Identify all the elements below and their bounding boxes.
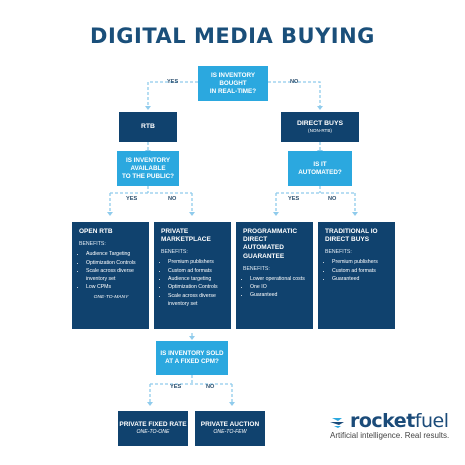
question-text: AUTOMATED? — [298, 168, 342, 176]
benefits-label: BENEFITS: — [79, 241, 106, 248]
private-auction-box: PRIVATE AUCTION ONE-TO-FEW — [195, 411, 265, 446]
question-text: IS INVENTORY SOLD — [160, 350, 224, 357]
question-text: AVAILABLE — [130, 164, 166, 172]
benefit-item: Custom ad formats — [332, 267, 389, 275]
column-note: ONE-TO-MANY — [93, 294, 129, 300]
question-public-box: IS INVENTORY AVAILABLE TO THE PUBLIC? — [117, 151, 179, 186]
question-fixed-cpm-box: IS INVENTORY SOLD AT A FIXED CPM? — [156, 341, 228, 375]
column-title-line: TRADITIONAL IO — [325, 228, 378, 235]
box-title: PRIVATE AUCTION — [200, 421, 260, 428]
benefits-label: BENEFITS: — [243, 265, 270, 272]
no-label: NO — [328, 196, 337, 202]
question-text: IS INVENTORY — [125, 156, 171, 164]
column-title: OPEN RTB — [79, 228, 113, 235]
direct-buys-box: DIRECT BUYS (NON-RTB) — [281, 112, 359, 142]
benefit-item: Optimization Controls — [86, 259, 143, 267]
question-text: IN REAL-TIME? — [209, 87, 257, 95]
page-title: DIGITAL MEDIA BUYING — [90, 24, 375, 48]
benefit-item: Guaranteed — [332, 275, 389, 283]
programmatic-direct-box: PROGRAMMATIC DIRECT AUTOMATED GUARANTEE … — [236, 222, 313, 329]
logo-wordmark: rocketfuel — [330, 410, 449, 432]
benefit-item: Premium publishers — [332, 258, 389, 266]
benefit-item: Scale across diverse inventory set — [168, 292, 225, 309]
traditional-io-box: TRADITIONAL IO DIRECT BUYS BENEFITS: Pre… — [318, 222, 395, 329]
open-rtb-box: OPEN RTB BENEFITS: Audience Targeting Op… — [72, 222, 149, 329]
question-text: IS IT — [313, 160, 327, 168]
benefit-item: Scale across diverse inventory set — [86, 267, 143, 284]
logo-tagline: Artificial intelligence. Real results. — [330, 431, 450, 440]
benefits-label: BENEFITS: — [325, 249, 352, 256]
column-title: PRIVATE MARKETPLACE — [161, 228, 211, 244]
benefit-item: One IO — [250, 283, 307, 291]
box-subtitle: ONE-TO-ONE — [136, 429, 170, 435]
private-fixed-rate-box: PRIVATE FIXED RATE ONE-TO-ONE — [118, 411, 188, 446]
yes-label: YES — [167, 79, 179, 85]
private-marketplace-box: PRIVATE MARKETPLACE BENEFITS: Premium pu… — [154, 222, 231, 329]
box-subtitle: ONE-TO-FEW — [213, 429, 247, 435]
column-title-line: PROGRAMMATIC DIRECT — [243, 228, 298, 244]
rocket-icon — [330, 417, 344, 428]
yes-label: YES — [288, 196, 300, 202]
rtb-label: RTB — [141, 123, 155, 130]
benefit-item: Premium publishers — [168, 258, 225, 266]
benefit-item: Custom ad formats — [168, 267, 225, 275]
question-automated-box: IS IT AUTOMATED? — [288, 151, 352, 186]
question-text: AT A FIXED CPM? — [165, 358, 219, 365]
box-title: PRIVATE FIXED RATE — [119, 421, 187, 428]
benefits-list: Premium publishers Custom ad formats Aud… — [161, 258, 225, 308]
question-text: TO THE PUBLIC? — [121, 172, 174, 180]
logo-fuel: fuel — [414, 410, 449, 432]
no-label: NO — [290, 79, 299, 85]
benefits-list: Audience Targeting Optimization Controls… — [79, 250, 143, 291]
column-title: TRADITIONAL IO DIRECT BUYS — [325, 228, 389, 244]
benefits-list: Premium publishers Custom ad formats Gua… — [325, 258, 389, 283]
benefit-item: Guaranteed — [250, 291, 307, 299]
question-text: IS INVENTORY — [210, 71, 256, 79]
direct-buys-sublabel: (NON-RTB) — [308, 128, 332, 133]
benefits-label: BENEFITS: — [161, 249, 188, 256]
logo-rocket: rocket — [350, 410, 415, 432]
benefit-item: Optimization Controls — [168, 283, 225, 291]
benefit-item: Audience targeting — [168, 275, 225, 283]
no-label: NO — [168, 196, 177, 202]
question-text: BOUGHT — [219, 79, 247, 87]
column-title: PROGRAMMATIC DIRECT AUTOMATED GUARANTEE — [243, 228, 307, 261]
benefit-item: Lower operational costs — [250, 275, 307, 283]
column-title-line: DIRECT BUYS — [325, 236, 370, 244]
yes-label: YES — [126, 196, 138, 202]
benefit-item: Low CPMs — [86, 283, 143, 291]
no-label: NO — [206, 384, 215, 390]
benefit-item: Audience Targeting — [86, 250, 143, 258]
benefits-list: Lower operational costs One IO Guarantee… — [243, 275, 307, 300]
rtb-box: RTB — [119, 112, 177, 142]
yes-label: YES — [170, 384, 182, 390]
direct-buys-label: DIRECT BUYS — [296, 120, 344, 127]
rocketfuel-logo: rocketfuel Artificial intelligence. Real… — [330, 410, 449, 440]
column-title-line: AUTOMATED GUARANTEE — [243, 244, 285, 260]
question-realtime-box: IS INVENTORY BOUGHT IN REAL-TIME? — [198, 66, 268, 101]
